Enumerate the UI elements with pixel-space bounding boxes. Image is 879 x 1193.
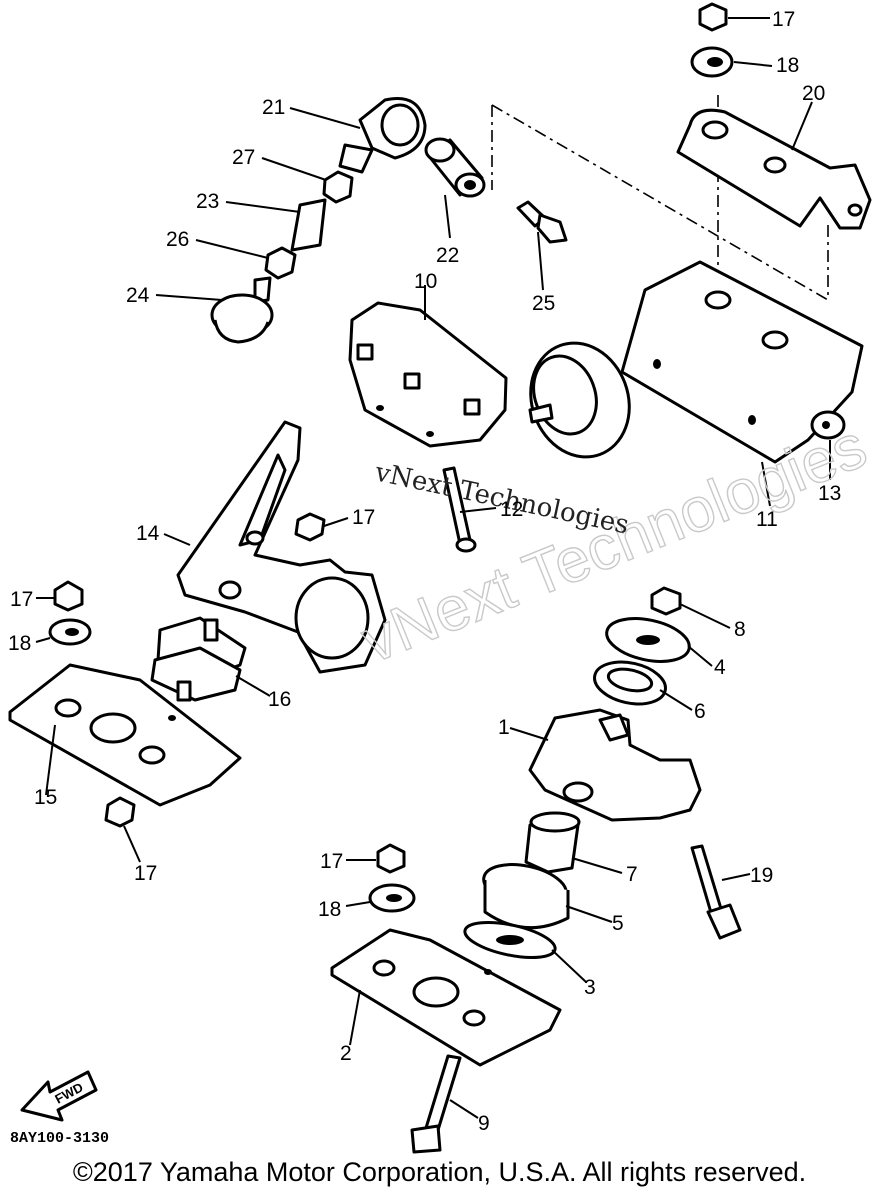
rubber-damper-part	[528, 341, 631, 459]
rubber-part-5	[482, 863, 570, 930]
lock-nut-part	[322, 170, 354, 204]
mount-bracket-part	[348, 301, 508, 448]
callout-1: 1	[498, 716, 510, 739]
callout-17-left: 17	[10, 588, 33, 611]
callout-10: 10	[414, 270, 437, 293]
callout-18-top: 18	[776, 54, 799, 77]
callout-7: 7	[626, 863, 638, 886]
bolt-part-9	[410, 1054, 462, 1154]
rubber-part-6	[593, 660, 667, 706]
mount-bracket-part-1	[528, 708, 702, 822]
callout-4: 4	[714, 656, 726, 679]
washer-part-left	[48, 618, 92, 646]
engine-bracket-part	[176, 420, 387, 674]
upper-bracket-part	[676, 108, 872, 230]
nut-part-lower	[376, 843, 406, 874]
collar-part	[424, 137, 486, 198]
callout-9: 9	[478, 1112, 490, 1135]
callout-2: 2	[340, 1042, 352, 1065]
callout-17-bottom-left: 17	[134, 862, 157, 885]
forward-arrow-icon: FWD	[20, 1070, 98, 1122]
screw-part-13	[810, 410, 846, 440]
callout-19: 19	[750, 864, 773, 887]
adjuster-rod-part	[290, 198, 327, 252]
washer-part-3	[463, 920, 557, 960]
nut-part-left	[53, 580, 84, 612]
callout-26: 26	[166, 228, 189, 251]
callout-15: 15	[34, 786, 57, 809]
callout-22: 22	[436, 244, 459, 267]
nut-part-8	[650, 586, 682, 616]
callout-27: 27	[232, 146, 255, 169]
callout-17-lower: 17	[320, 850, 343, 873]
alignment-line	[491, 104, 829, 301]
nut-part-bottom-left	[104, 796, 136, 828]
callout-8: 8	[734, 618, 746, 641]
nut-part-14	[294, 512, 326, 542]
callout-25: 25	[532, 292, 555, 315]
callout-20: 20	[802, 82, 825, 105]
flange-bolt-part	[210, 276, 274, 344]
callout-21: 21	[262, 96, 285, 119]
leader-lines	[35, 17, 831, 1119]
drawing-code: 8AY100-3130	[10, 1130, 110, 1147]
callout-18-lower: 18	[318, 898, 341, 921]
callout-24: 24	[126, 284, 150, 307]
bolt-part-25	[516, 200, 568, 244]
copyright-notice: ©2017 Yamaha Motor Corporation, U.S.A. A…	[72, 1157, 807, 1187]
callout-labels: 21 27 23 26 24 22 25 10 17 18 20 11 13 1…	[8, 8, 841, 1135]
rod-end-part	[338, 97, 427, 174]
callout-16: 16	[268, 688, 291, 711]
callout-5: 5	[612, 912, 624, 935]
callout-12: 12	[500, 498, 523, 521]
callout-17-top: 17	[772, 8, 795, 31]
callout-13: 13	[818, 482, 841, 505]
callout-18-left: 18	[8, 632, 31, 655]
lower-plate-part	[330, 928, 562, 1067]
callout-23: 23	[196, 190, 219, 213]
washer-part-top	[690, 46, 734, 78]
washer-part-4	[605, 617, 691, 663]
lower-plate-part-left	[8, 663, 242, 807]
rubber-mount-part	[150, 616, 247, 702]
nut-part-top	[698, 2, 728, 32]
callout-17-mid: 17	[352, 506, 375, 529]
callout-14: 14	[136, 522, 160, 545]
callout-11: 11	[756, 508, 778, 531]
bolt-part-19	[690, 844, 742, 940]
callout-3: 3	[584, 976, 596, 999]
bolt-part-12	[442, 466, 477, 553]
collar-part-7	[524, 811, 581, 874]
callout-6: 6	[694, 700, 706, 723]
washer-part-lower	[368, 883, 416, 913]
adjuster-nut-part	[264, 246, 297, 280]
